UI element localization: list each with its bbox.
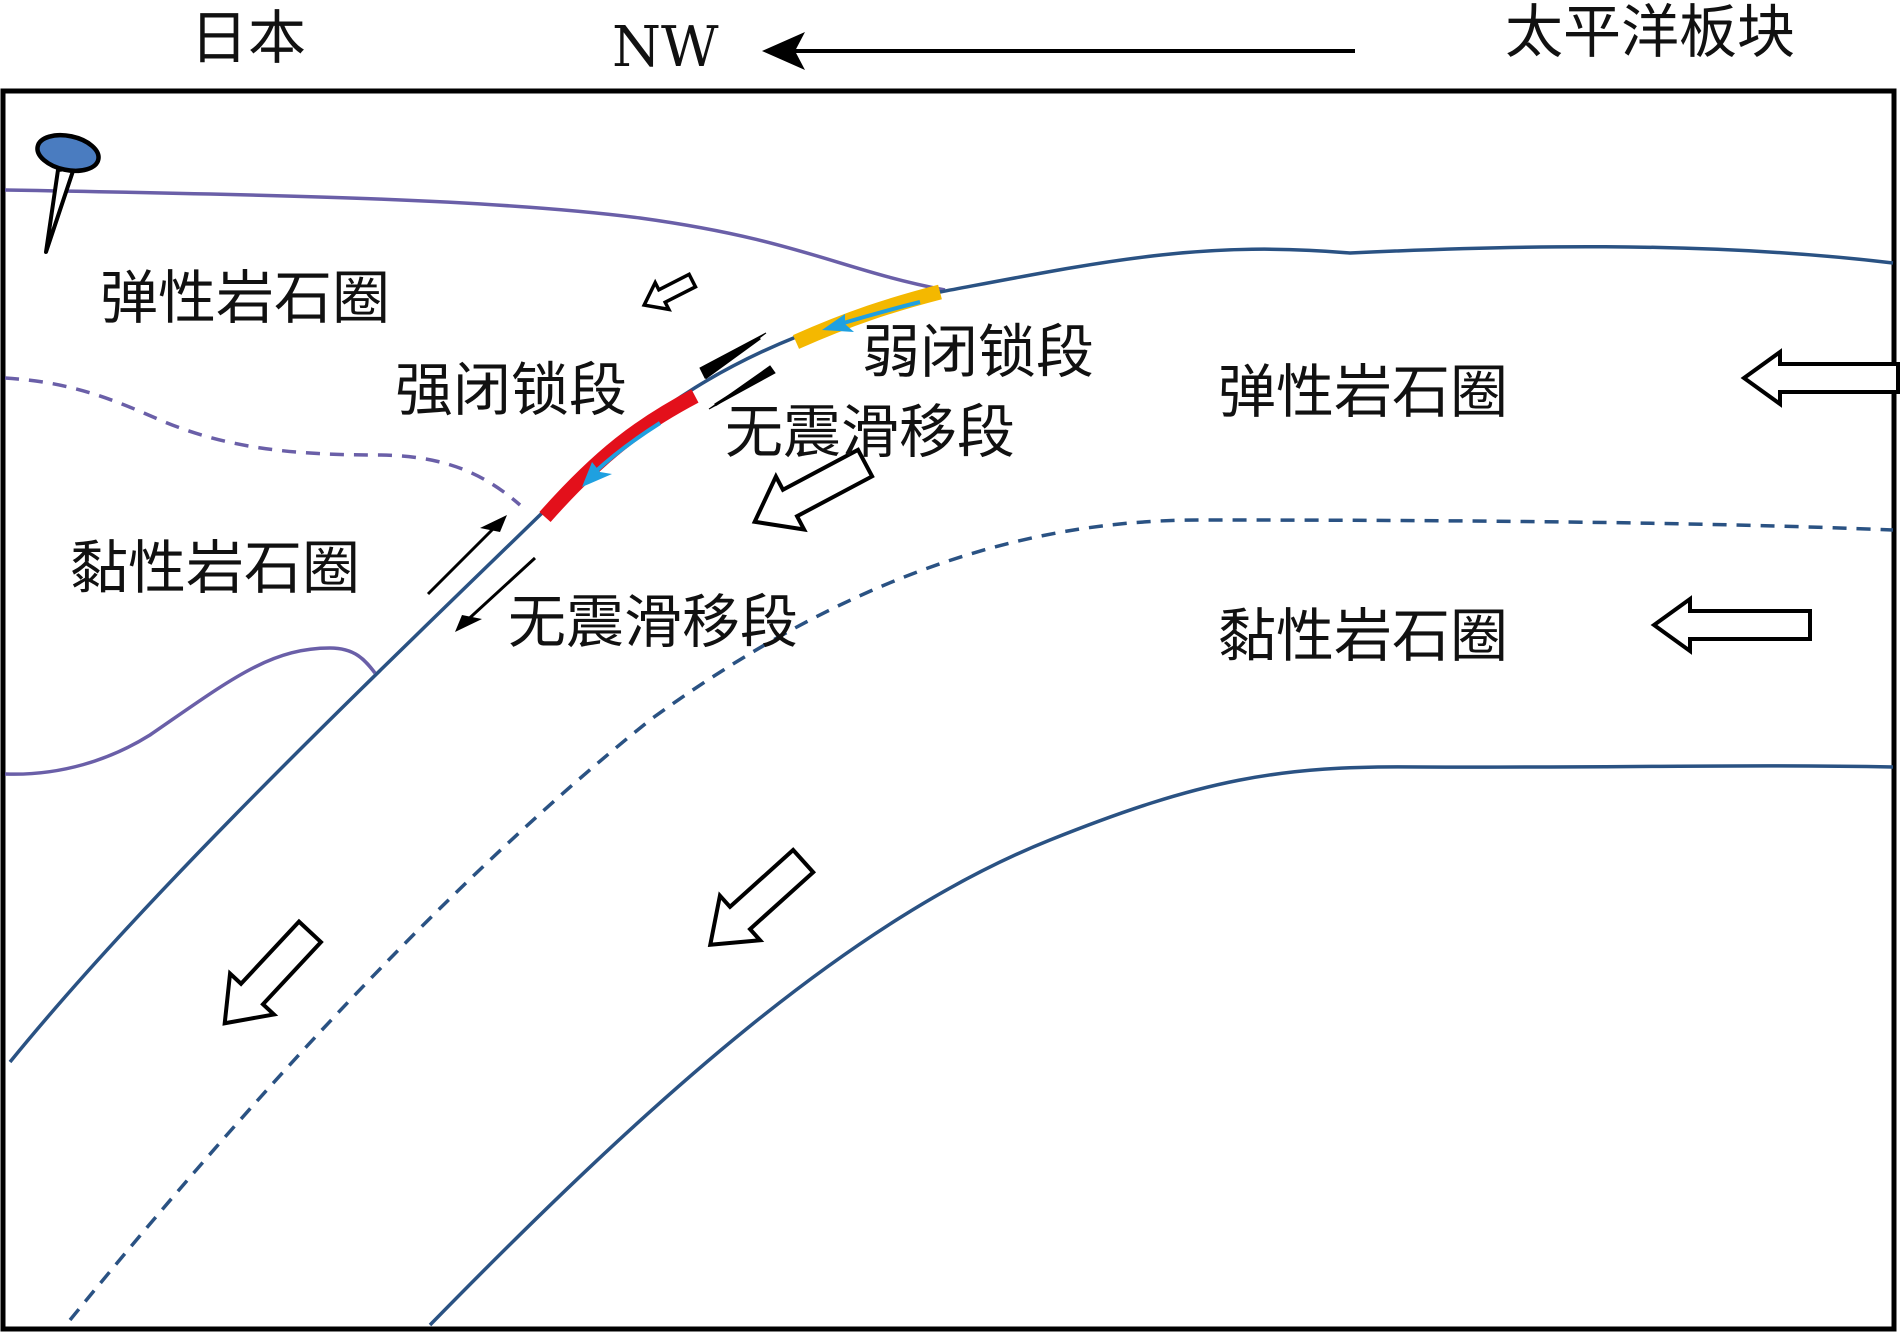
direction-label: NW [612,15,719,80]
weak-locked-segment-label: 弱闭锁段 [862,318,1094,386]
pacific-plate-label: 太平洋板块 [1505,0,1795,66]
pacific-viscous-motion-arrow-icon [1650,595,1812,655]
direction-arrow-icon [762,32,1355,70]
shear-arrows-upper-icon [699,332,776,410]
slab-upper-motion-arrow-icon [751,447,875,533]
japan-label: 日本 [190,4,306,72]
aseismic-slip-lower-label: 无震滑移段 [508,588,798,656]
strong-locked-segment [539,389,699,522]
slab-lower-motion-arrow-icon [222,918,324,1026]
japan-viscous-base-line [4,646,377,776]
pacific-elastic-lithosphere-label: 弹性岩石圈 [1218,358,1508,426]
aseismic-slip-upper-label: 无震滑移段 [725,398,1015,466]
weak-locked-slip-arrow-icon [822,300,921,332]
slab-middle-motion-arrow-icon [707,847,817,947]
pacific-viscous-lithosphere-label: 黏性岩石圈 [1218,602,1508,670]
slab-bottom-boundary [428,764,1894,1327]
japan-elastic-viscous-boundary [4,376,522,507]
weak-locked-segment [792,284,942,349]
strong-locked-segment-label: 强闭锁段 [395,356,627,424]
slab-elastic-viscous-boundary [68,518,1894,1322]
shear-arrows-lower-icon [426,515,537,632]
japan-surface-line [4,188,946,292]
japan-viscous-lithosphere-label: 黏性岩石圈 [70,534,360,602]
map-pin-icon [35,132,101,254]
pacific-elastic-motion-arrow-icon [1740,348,1900,408]
japan-motion-arrow-icon [641,271,698,312]
figure-frame [0,88,1897,1332]
strong-locked-slip-arrow-icon [582,421,662,487]
japan-elastic-lithosphere-label: 弹性岩石圈 [100,264,390,332]
